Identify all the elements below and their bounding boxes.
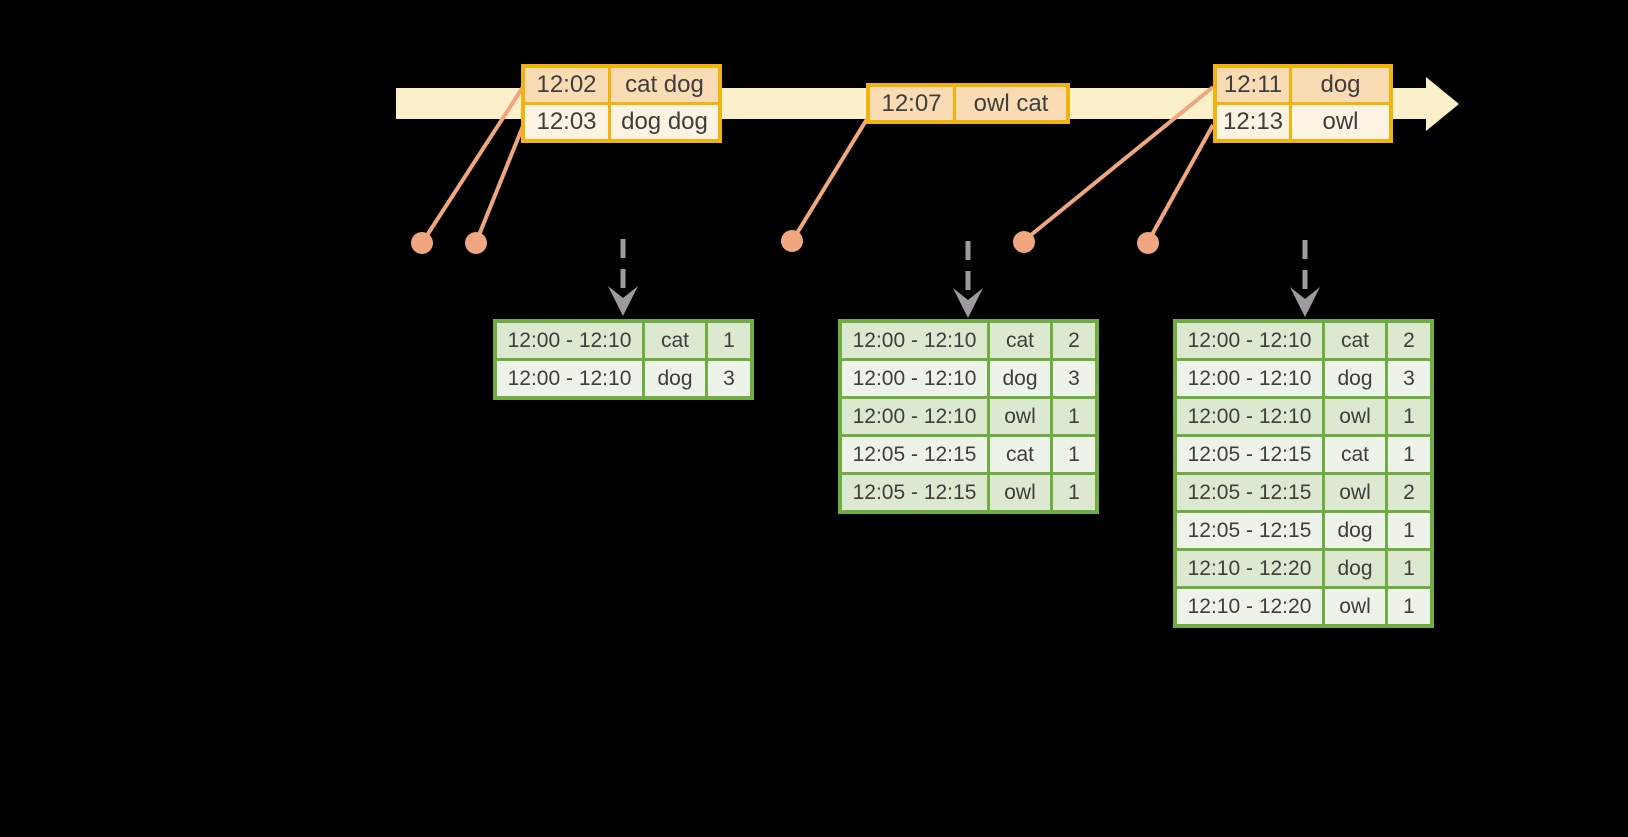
window-cell: 12:00 - 12:10 (497, 361, 642, 396)
trigger-arrow-icon (1290, 240, 1320, 317)
event-dot-icon (1137, 232, 1159, 254)
result-table-3: 12:00 - 12:10 cat 2 12:00 - 12:10 dog 3 … (1173, 319, 1434, 628)
window-cell: 12:05 - 12:15 (1177, 513, 1322, 548)
trigger-arrow-icon (953, 241, 983, 318)
connector-line (1147, 124, 1215, 241)
window-cell: 12:00 - 12:10 (497, 323, 642, 358)
window-cell: 12:05 - 12:15 (842, 437, 987, 472)
window-cell: 12:00 - 12:10 (842, 399, 987, 434)
count-cell: 1 (1388, 437, 1430, 472)
word-cell: dog (1325, 551, 1385, 586)
count-cell: 1 (708, 323, 750, 358)
word-cell: dog (1325, 513, 1385, 548)
count-cell: 1 (1053, 399, 1095, 434)
event-table-3: 12:11 dog 12:13 owl (1213, 64, 1393, 143)
word-cell: dog (990, 361, 1050, 396)
connector-line (1024, 85, 1215, 241)
event-time-cell: 12:02 (525, 68, 608, 102)
word-cell: dog (645, 361, 705, 396)
count-cell: 2 (1053, 323, 1095, 358)
count-cell: 3 (708, 361, 750, 396)
count-cell: 2 (1388, 323, 1430, 358)
window-cell: 12:05 - 12:15 (1177, 475, 1322, 510)
event-table-2: 12:07 owl cat (866, 83, 1070, 124)
window-cell: 12:05 - 12:15 (842, 475, 987, 510)
event-words-cell: dog dog (611, 105, 718, 139)
event-time-cell: 12:11 (1217, 68, 1289, 102)
connector-line (792, 117, 869, 240)
count-cell: 3 (1388, 361, 1430, 396)
event-words-cell: owl cat (956, 87, 1066, 120)
window-cell: 12:10 - 12:20 (1177, 551, 1322, 586)
window-cell: 12:00 - 12:10 (842, 361, 987, 396)
word-cell: cat (1325, 323, 1385, 358)
event-time-cell: 12:13 (1217, 105, 1289, 139)
event-time-cell: 12:07 (870, 87, 953, 120)
window-cell: 12:00 - 12:10 (1177, 323, 1322, 358)
result-table-1: 12:00 - 12:10 cat 1 12:00 - 12:10 dog 3 (493, 319, 754, 400)
timeline-arrowhead-icon (1426, 77, 1459, 131)
word-cell: owl (990, 399, 1050, 434)
event-dots (411, 230, 1159, 254)
word-cell: owl (1325, 399, 1385, 434)
event-table-1: 12:02 cat dog 12:03 dog dog (521, 64, 722, 143)
word-cell: cat (990, 323, 1050, 358)
event-words-cell: dog (1292, 68, 1389, 102)
count-cell: 1 (1388, 399, 1430, 434)
event-dot-icon (411, 232, 433, 254)
word-cell: cat (1325, 437, 1385, 472)
event-dot-icon (1013, 231, 1035, 253)
connector-line (475, 125, 525, 241)
count-cell: 1 (1388, 513, 1430, 548)
count-cell: 2 (1388, 475, 1430, 510)
window-cell: 12:05 - 12:15 (1177, 437, 1322, 472)
count-cell: 1 (1388, 551, 1430, 586)
count-cell: 1 (1053, 475, 1095, 510)
event-dot-icon (465, 232, 487, 254)
window-cell: 12:00 - 12:10 (1177, 399, 1322, 434)
word-cell: owl (1325, 475, 1385, 510)
word-cell: owl (990, 475, 1050, 510)
count-cell: 3 (1053, 361, 1095, 396)
connector-line (422, 85, 525, 242)
event-dot-icon (781, 230, 803, 252)
word-cell: owl (1325, 589, 1385, 624)
event-words-cell: cat dog (611, 68, 718, 102)
word-cell: cat (990, 437, 1050, 472)
window-cell: 12:10 - 12:20 (1177, 589, 1322, 624)
window-cell: 12:00 - 12:10 (1177, 361, 1322, 396)
event-connector-lines (422, 85, 1215, 242)
window-cell: 12:00 - 12:10 (842, 323, 987, 358)
event-time-cell: 12:03 (525, 105, 608, 139)
word-cell: dog (1325, 361, 1385, 396)
count-cell: 1 (1053, 437, 1095, 472)
trigger-arrow-icon (608, 239, 638, 316)
word-cell: cat (645, 323, 705, 358)
event-words-cell: owl (1292, 105, 1389, 139)
count-cell: 1 (1388, 589, 1430, 624)
result-table-2: 12:00 - 12:10 cat 2 12:00 - 12:10 dog 3 … (838, 319, 1099, 514)
